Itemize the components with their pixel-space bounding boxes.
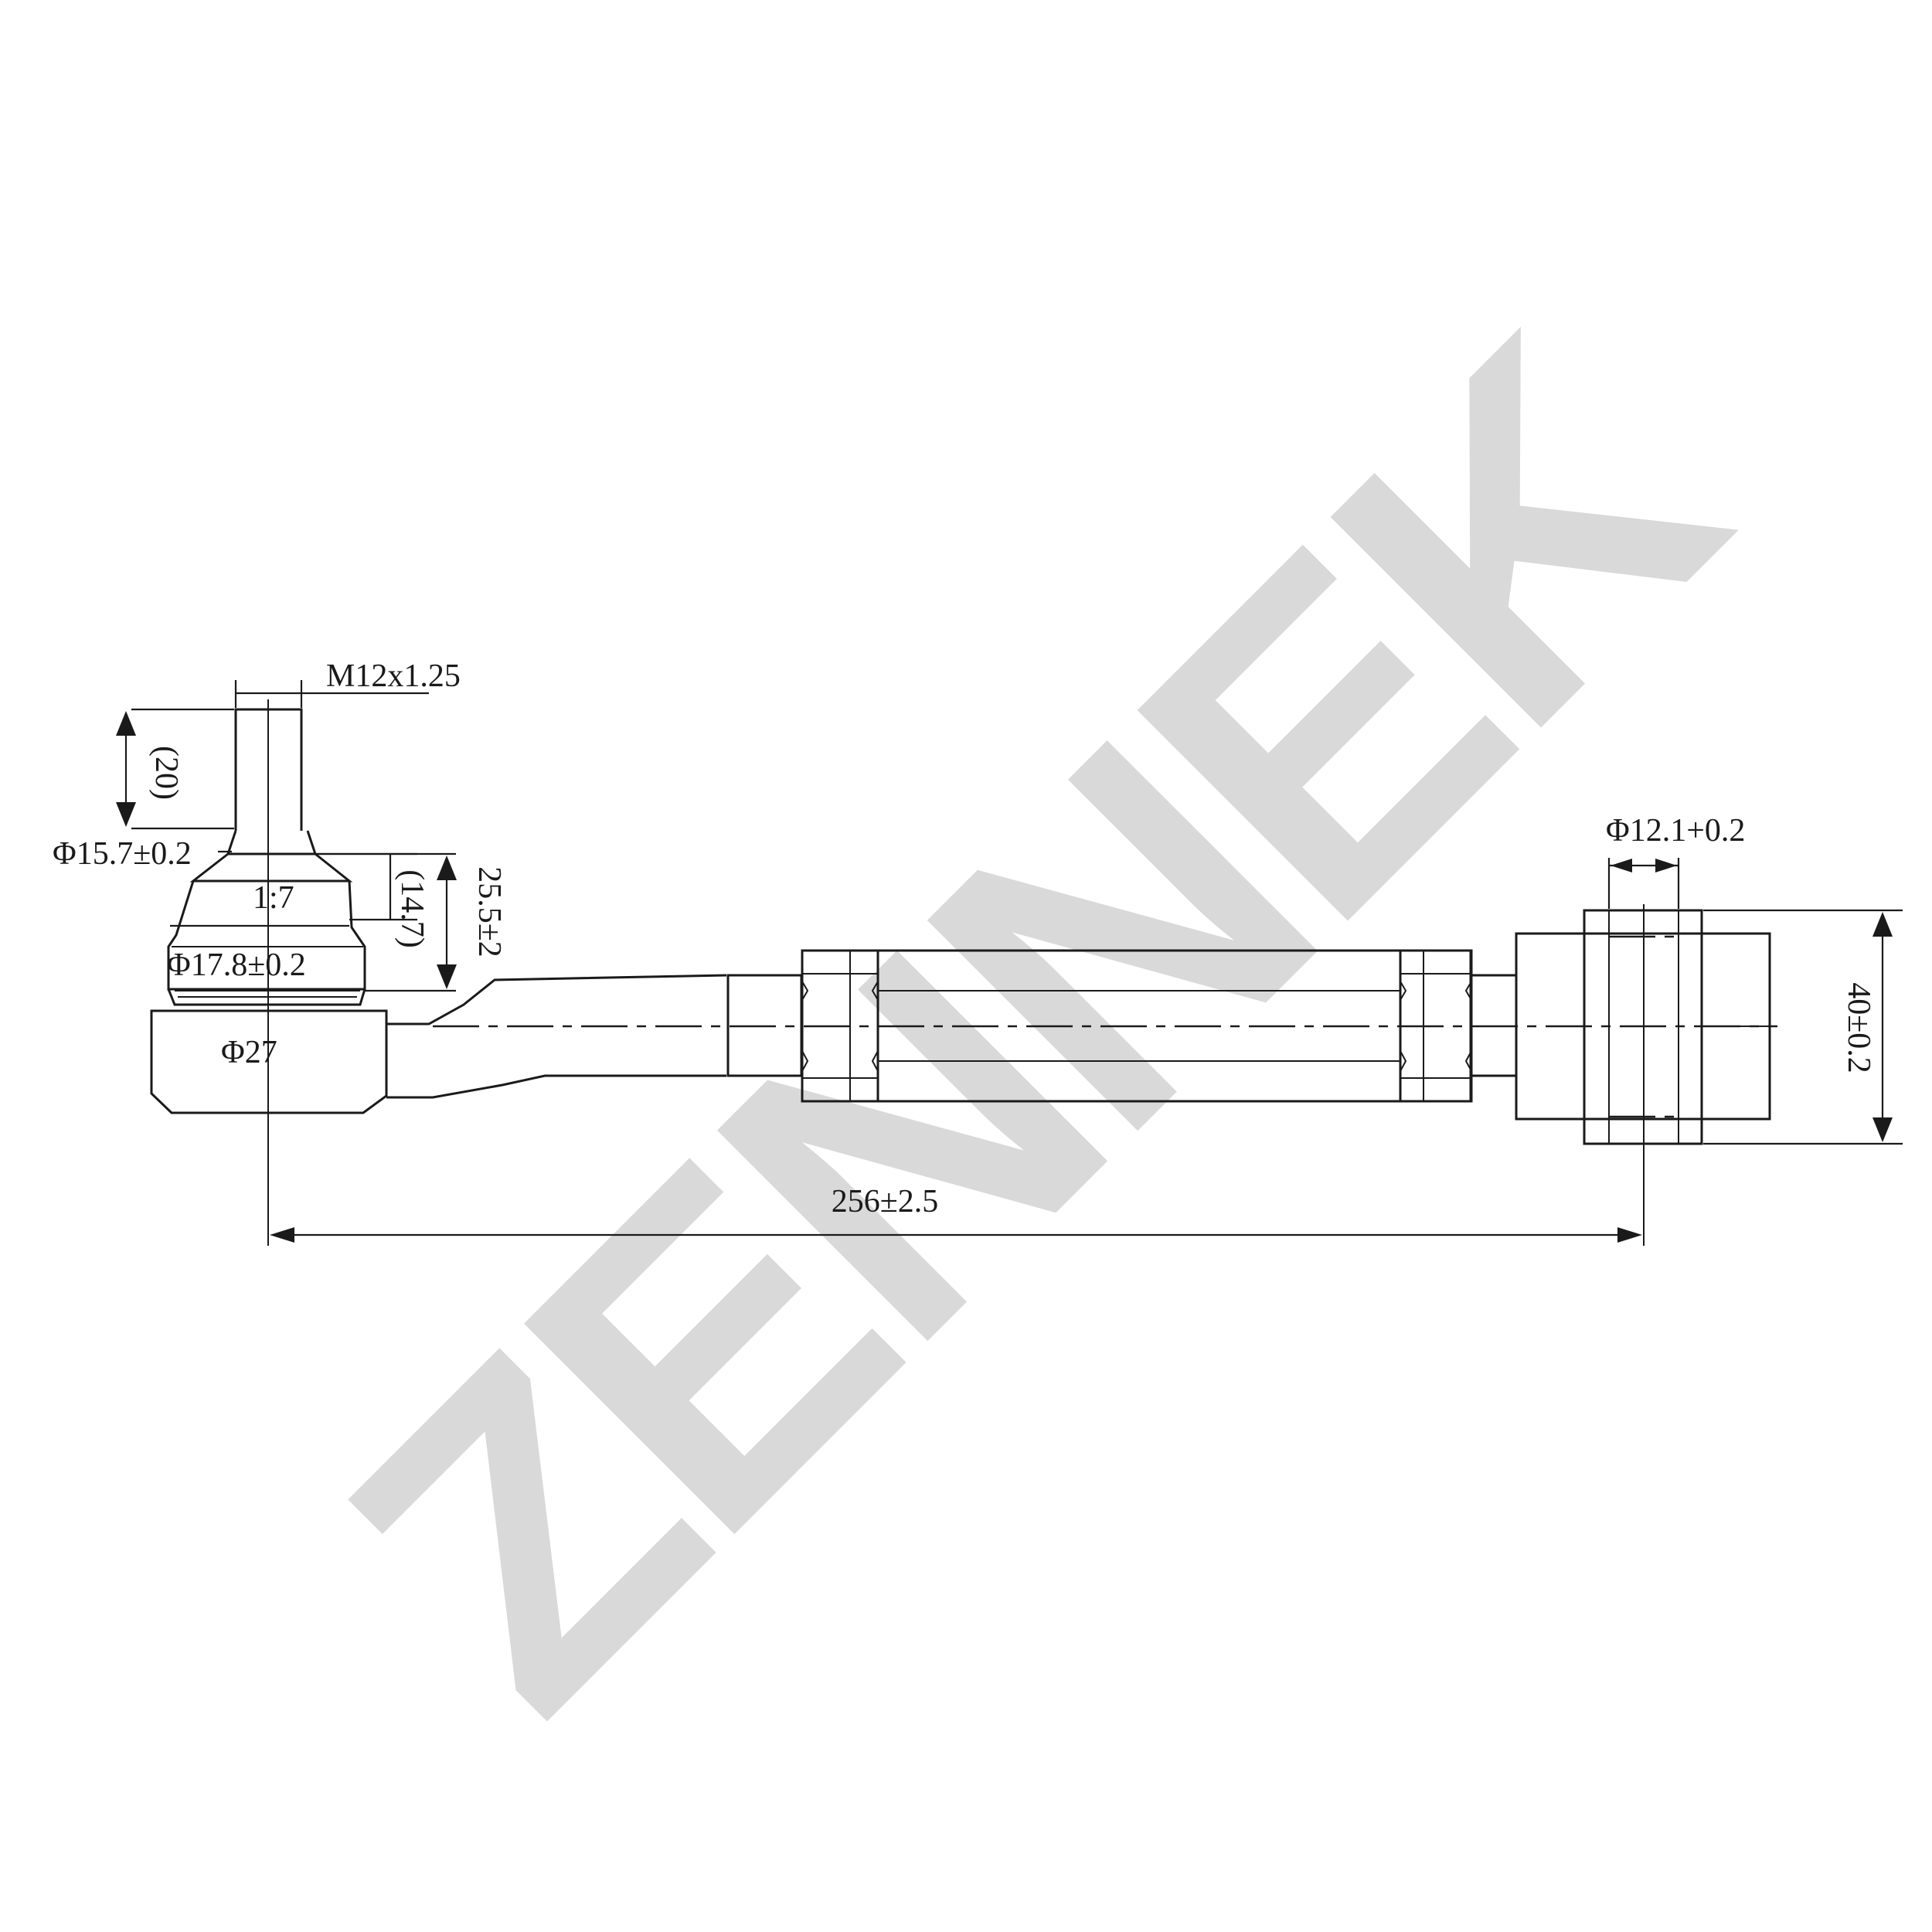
taper-small-label: Φ15.7±0.2 (53, 836, 192, 872)
eye-width-label: 40±0.2 (1841, 982, 1876, 1073)
overall-arrow-right (1617, 1227, 1642, 1243)
height-arrow-bottom (437, 964, 457, 989)
taper-large-label: Φ17.8±0.2 (167, 947, 306, 983)
dimension-annotations: M12x1.25 (20) Φ15.7±0.2 1:7 Φ17.8±0.2 (1… (53, 658, 1903, 1243)
housing-dia-label: Φ27 (221, 1035, 277, 1070)
height-arrow-top (437, 855, 457, 880)
rod (386, 974, 803, 1099)
taper-ratio-label: 1:7 (253, 880, 294, 916)
stud-len-arrow-bottom (116, 802, 136, 827)
width-arrow-top (1872, 912, 1893, 937)
taper-length-label: (14.7) (394, 869, 430, 947)
taper (189, 852, 353, 883)
boot (167, 880, 366, 991)
height-label: 25.5±2 (471, 866, 507, 957)
chamfer-left (801, 981, 879, 1072)
stud-length-label: (20) (148, 746, 184, 800)
stud-len-arrow-top (116, 711, 136, 736)
center-lines (267, 699, 1777, 1246)
thread-label: M12x1.25 (326, 658, 461, 694)
bore-arrow-right (1655, 859, 1677, 872)
chamfer-right (1400, 981, 1472, 1072)
watermark-text: ZENNEK (261, 251, 1806, 1796)
watermark: ZENNEK (261, 251, 1806, 1796)
rod-lower (386, 1074, 726, 1099)
bore-dia-label: Φ12.1+0.2 (1606, 813, 1745, 849)
overall-arrow-left (270, 1227, 294, 1243)
bore-arrow-left (1611, 859, 1632, 872)
overall-length-label: 256±2.5 (832, 1184, 939, 1219)
rod-upper (386, 974, 727, 1026)
width-arrow-bottom (1872, 1117, 1893, 1142)
housing (150, 1009, 388, 1114)
stud-neck (226, 830, 318, 855)
